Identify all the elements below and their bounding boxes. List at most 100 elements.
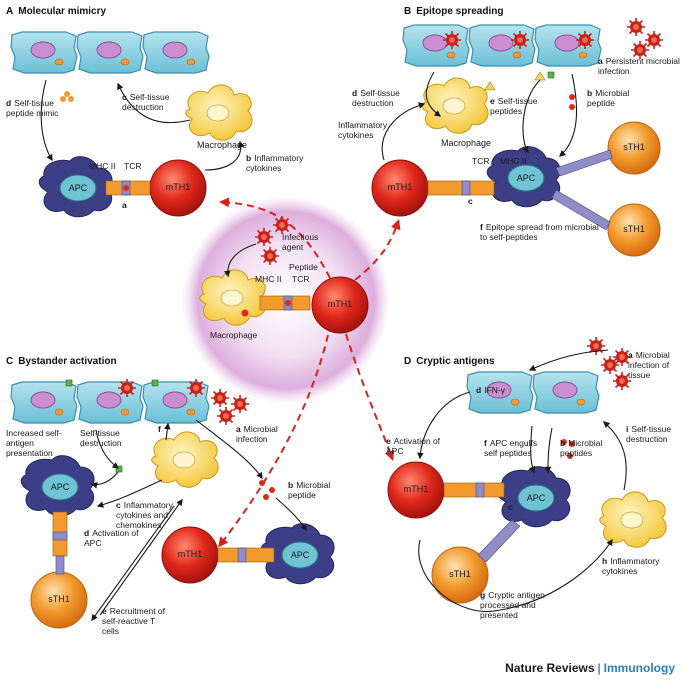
label-c-f: f	[158, 424, 161, 434]
arrow	[95, 429, 120, 469]
label-text: Self-tissue destruction	[122, 92, 170, 112]
label-a-mhc: MHC II	[89, 161, 116, 171]
mth1-label: mTH1	[403, 484, 429, 494]
virus-particle	[260, 246, 280, 266]
sth1-label: sTH1	[449, 569, 471, 579]
label-text: Inflammatory cytokines	[246, 153, 304, 173]
apc-label: APC	[516, 173, 536, 183]
peptide-dot	[569, 94, 575, 100]
self-peptide	[151, 379, 159, 387]
arrow	[164, 422, 171, 441]
label-letter: a	[598, 56, 603, 66]
panel-title-text: Bystander activation	[18, 356, 117, 367]
arrow	[418, 538, 613, 612]
virus-particle	[575, 30, 595, 50]
stalk	[555, 149, 613, 177]
label-b-mhc: MHC II	[500, 156, 527, 166]
journal-section: Immunology	[603, 661, 675, 675]
arrow	[117, 82, 191, 124]
self-peptide	[65, 379, 73, 387]
virus-particle	[626, 17, 646, 37]
label-b-tcr: TCR	[472, 156, 490, 166]
label-text: APC engulfs self peptides	[484, 438, 538, 458]
arrow	[223, 243, 257, 278]
label-text: Inflammatory cytokines	[602, 556, 660, 576]
label-center-mhc: MHC II	[255, 274, 282, 284]
label-text: Cryptic antigen processed and presented	[480, 590, 545, 620]
label-b-inflam: Inflammatory cytokines	[338, 120, 388, 140]
panel-title-text: Epitope spreading	[416, 6, 504, 17]
panel-title-text: Cryptic antigens	[416, 356, 495, 367]
mth1-label: mTH1	[165, 182, 191, 192]
apc-label: APC	[290, 550, 310, 560]
sth1-cell	[607, 121, 661, 175]
journal-name: Nature Reviews	[505, 661, 595, 675]
red-dashed-arrow	[354, 219, 401, 281]
tissue-cell	[532, 371, 600, 414]
mth1-cell	[311, 276, 369, 334]
label-letter: f	[480, 222, 483, 232]
arrow	[91, 505, 175, 622]
label-a-a: a	[122, 200, 127, 210]
arrow	[275, 497, 307, 532]
panel-letter: D	[404, 356, 412, 367]
label-letter: e	[102, 606, 107, 616]
label-center-agent: Infectious agent	[282, 232, 319, 252]
label-center-macrophage: Macrophage	[210, 330, 258, 340]
apc-label: APC	[50, 482, 70, 492]
tcr-bar	[52, 531, 68, 541]
arrow	[528, 349, 609, 371]
peptide-dot	[285, 300, 291, 306]
label-letter: e	[386, 436, 391, 446]
label-text: Microbial infection	[236, 424, 278, 444]
label-text: Persistent microbial infection	[598, 56, 680, 76]
sth1-cell	[431, 546, 489, 604]
label-letter: c	[116, 500, 121, 510]
arrow	[603, 421, 627, 491]
apc-label: APC	[526, 493, 546, 503]
label-text: Microbial peptides	[560, 438, 603, 458]
peptide-dot	[567, 453, 573, 459]
tissue-cell	[402, 24, 470, 67]
peptide-dot	[561, 439, 567, 445]
panel-d-graphics	[387, 336, 667, 612]
stalk	[55, 555, 65, 575]
virus-particle	[117, 378, 137, 398]
label-text: Microbial peptide	[587, 88, 630, 108]
macrophage-label: Macrophage	[440, 138, 492, 148]
label-letter: a	[236, 424, 241, 434]
arrow	[90, 471, 119, 489]
label-letter: d	[352, 88, 358, 98]
peptide-dot	[263, 494, 269, 500]
label-center-peptide: Peptide	[289, 262, 318, 272]
label-letter: a	[628, 350, 633, 360]
arrow	[544, 427, 553, 474]
macrophage-cell	[421, 77, 489, 134]
label-text: Microbial peptide	[288, 480, 331, 500]
virus-particle	[186, 378, 206, 398]
label-text: IFN-γ	[484, 385, 505, 395]
panel-a-graphics	[10, 31, 253, 218]
stalk	[551, 189, 611, 231]
red-dashed-arrow	[345, 333, 395, 461]
virus-particle	[254, 227, 274, 247]
red-dashed-arrow	[218, 334, 329, 548]
mth1-label: mTH1	[177, 549, 203, 559]
tcr-bar	[237, 547, 247, 563]
virus-particle	[230, 394, 250, 414]
label-letter: b	[288, 480, 294, 490]
mth1-label: mTH1	[327, 299, 353, 309]
label-text: Epitope spread from microbial to self-pe…	[480, 222, 599, 242]
